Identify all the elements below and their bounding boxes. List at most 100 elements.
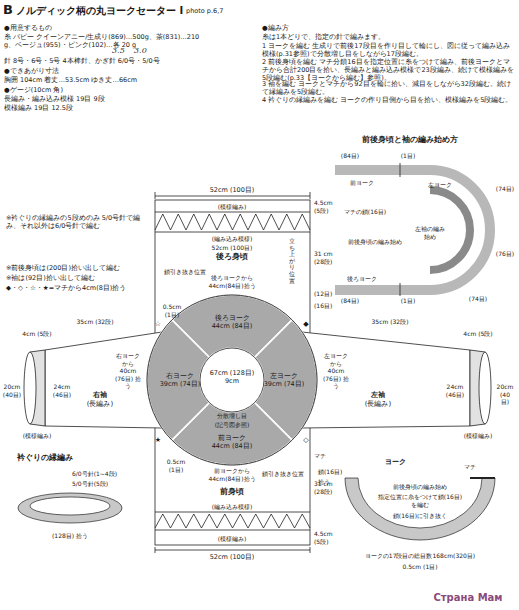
diagram-label: (模様編み)	[464, 432, 493, 440]
diagram-label: ●ゲージ(10cm 角)	[4, 86, 63, 94]
diagram-label: 3.5	[112, 46, 125, 56]
shape-label-box: 前身頃	[216, 486, 248, 498]
diagram-label: (編み込み模様)	[212, 503, 253, 511]
diagram-label: ◆・◇・☆・★=マチから4cm(8目)拾う	[6, 284, 146, 292]
diagram-label: 5/0号針(5段)	[72, 480, 108, 488]
diagram-label: 52cm (100目)	[212, 244, 253, 252]
diagram-label: 6/0号針(1~4段)	[72, 470, 117, 478]
diagram-label: 鎖引き抜き位置	[164, 268, 206, 276]
shape-text: 前後身頃と袖の編み始め方	[360, 135, 460, 144]
shape-label-box: 67cm (128目)9cm	[206, 368, 259, 386]
diagram-label: 3.0	[134, 46, 147, 56]
diagram-label: 立ち上がり位置	[289, 238, 295, 284]
shape-label-box: ヨーク	[381, 457, 410, 468]
diagram-label: (74目)	[469, 295, 487, 303]
diagram-label: ※前後身頃は(200目)拾い出して編む	[6, 264, 146, 272]
diagram-label: (記号図参照)	[215, 421, 250, 429]
colorwork-zigzag	[155, 214, 310, 230]
diagram-label: 前後身頃の編み始め	[393, 483, 447, 491]
diagram-label: 4.5cm (5段)	[314, 530, 336, 545]
diagram-label: 0.5cm (1目)	[402, 563, 437, 571]
diagram-label: ◆	[303, 320, 308, 329]
diagram-label: 糸 パピー クイーンアニー/生成り(869)…500g、茶(831)…210 g…	[4, 33, 209, 49]
diagram-label: 4.5cm (5段)	[314, 199, 336, 214]
shape-text: 左ヨーク	[262, 372, 307, 380]
diagram-label: 4cm (5段)	[463, 330, 492, 338]
diagram-label: ●編み方	[262, 24, 289, 32]
diagram-label: 指定位置に糸をつけて鎖(16目)を編む	[375, 493, 465, 508]
diagram-label: ★	[155, 436, 161, 445]
diagram-label: 鎖(16目)に引き抜く	[393, 512, 447, 520]
diagram-label: 針 8号・6号・5号 4本棒針、かぎ針 6/0号・5/0号	[4, 57, 160, 65]
diagram-label: 後ろヨーク	[347, 275, 377, 283]
diagram-label: (模様編み)	[218, 203, 247, 211]
shape-text: 9cm	[208, 377, 257, 385]
diagram-label: ●できあがり寸法	[4, 67, 59, 75]
shape-text: 39cm (74目)	[262, 380, 307, 388]
diagram-label: 0.5cm (1目)	[161, 303, 183, 318]
diagram-label: 20cm (40目)	[496, 383, 514, 406]
shape-label-box: 後ろ身頃	[212, 251, 252, 263]
shape-label-box: 左袖(長編み)	[361, 390, 396, 410]
diagram-label: 24cm (46目)	[444, 383, 466, 398]
diagram-label: 24cm (46目)	[51, 383, 73, 398]
shape-text: 44cm (84目)	[210, 322, 255, 330]
diagram-label: 分散増し目	[217, 412, 247, 420]
diagram-label: (模様編み)	[23, 432, 52, 440]
shape-text: 39cm (74目)	[158, 380, 203, 388]
diagram-label: (1目)	[401, 297, 416, 305]
diagram-label: ヨークの17段目の総目数168cm(320目)	[365, 552, 475, 560]
diagram-label: photo p.6,7	[186, 7, 223, 15]
diagram-label: 左ヨークから 40cm (76目) 拾う	[322, 352, 350, 390]
shape-text: 右ヨーク	[158, 372, 203, 380]
diagram-label: (84目)	[341, 152, 359, 160]
shape-text: 67cm (128目)	[208, 369, 257, 377]
diagram-label: (76目)	[496, 250, 514, 258]
shape-label-box: 前後身頃と袖の編み始め方	[358, 134, 462, 145]
shape-text: 後ろ身頃	[214, 252, 250, 262]
shape-text: 後ろヨーク	[210, 314, 255, 322]
diagram-label: (128目) 拾う	[52, 532, 88, 540]
diagram-label: 長編み・編み込み模様 19目 9段	[4, 95, 105, 103]
diagram-label: ☆	[155, 320, 161, 329]
diagram-label: (模様編み)	[218, 535, 247, 543]
diagram-label: 35cm (32段)	[371, 318, 408, 326]
diagram-label: 前ヨークから 44cm(84目)拾う	[206, 467, 258, 482]
diagram-label: (1目)	[401, 152, 416, 160]
diagram-label: 35cm (32段)	[76, 318, 113, 326]
diagram-label: 4 衿ぐりの縁編みを編む ヨークの作り目側から目を拾い、模様編みを5段編む。	[262, 96, 514, 104]
shape-text: ヨーク	[383, 458, 408, 467]
diagram-label: (16目)	[314, 302, 332, 310]
shape-text: (長編み)	[85, 400, 116, 409]
title: ノルディック柄の丸ヨークセーター Ⅰ	[16, 4, 183, 18]
diagram-label: 20cm (40目)	[2, 383, 22, 398]
diagram-label: 0.5cm (1目)	[165, 458, 187, 473]
shape-text: 前ヨーク	[210, 434, 255, 442]
diagram-label: 3 袖を編む ヨークとマチから92目を輪に拾い、減目をしながら32段編む。続けて…	[262, 80, 514, 96]
diagram-label: 糸は1本どりで、指定の針で編みます。	[262, 33, 385, 41]
diagram-label: マチ	[464, 463, 476, 471]
diagram-label: 鎖(16目)	[318, 468, 342, 476]
shape-text: 右袖	[85, 391, 116, 400]
shape-label-box: 前ヨーク44cm (84目)	[208, 433, 257, 451]
diagram-label: 52cm (100目)	[210, 553, 255, 561]
diagram-label: 2 前後身頃を編む マチ分鎖16目を指定位置に糸をつけて編み、前後ヨークとマチか…	[262, 58, 514, 82]
shape-text: (長編み)	[363, 400, 394, 409]
diagram-label: (編み込み模様)	[212, 235, 253, 243]
diagram-label: 左ヨーク	[428, 181, 452, 189]
diagram-label: 胸囲 104cm 着丈…53.5cm ゆき丈…66cm	[4, 76, 137, 84]
diagram-label: ※袖は(92目)拾い出して編む	[6, 274, 146, 282]
diagram-label: ●用意するもの	[4, 24, 52, 32]
shape-label-box: 右ヨーク39cm (74目)	[156, 371, 205, 389]
diagram-label: 1 ヨークを編む 生成りで前後17段目を作り目して輪にし、図に従って編み込み模様…	[262, 42, 514, 58]
diagram-label: (84目)	[341, 297, 359, 305]
shape-label-box: 右袖(長編み)	[83, 390, 118, 410]
diagram-label: 52cm (100目)	[210, 186, 255, 194]
shape-text: 左袖	[363, 391, 394, 400]
diagram-label: 4cm (5段)	[22, 330, 51, 338]
diagram-label: 31 cm (28段)	[314, 250, 336, 265]
diagram-label: 左袖の編み始め	[413, 225, 447, 240]
diagram-label: (12目)	[314, 290, 332, 298]
shape-label-box: 後ろヨーク44cm (84目)	[208, 313, 257, 331]
